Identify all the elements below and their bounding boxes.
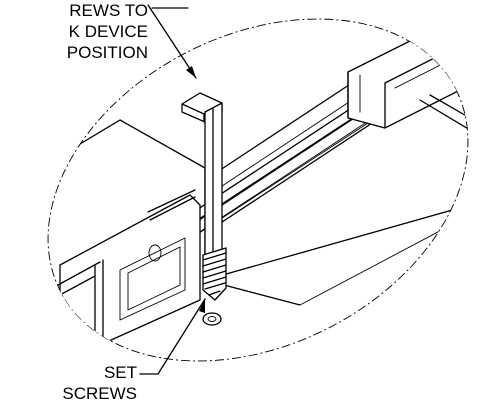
set-screws-label-line-1: SET [103, 363, 137, 382]
adjust-screws-callout: REWS TO K DEVICE POSITION [0, 0, 148, 63]
bottom-leader-arrowhead [199, 299, 205, 313]
bottom-leader-line [139, 298, 206, 375]
top-leader-arrowhead [186, 66, 196, 78]
callout-line-3: POSITION [66, 43, 148, 62]
callout-line-2: K DEVICE [68, 22, 148, 41]
hex-key-tool [181, 92, 227, 301]
set-screws-callout: SET SCREWS [0, 362, 137, 404]
callout-line-1: REWS TO [69, 1, 148, 20]
top-leader-arrow-line [147, 4, 197, 79]
set-screws-label-line-2: SCREWS [62, 384, 137, 403]
